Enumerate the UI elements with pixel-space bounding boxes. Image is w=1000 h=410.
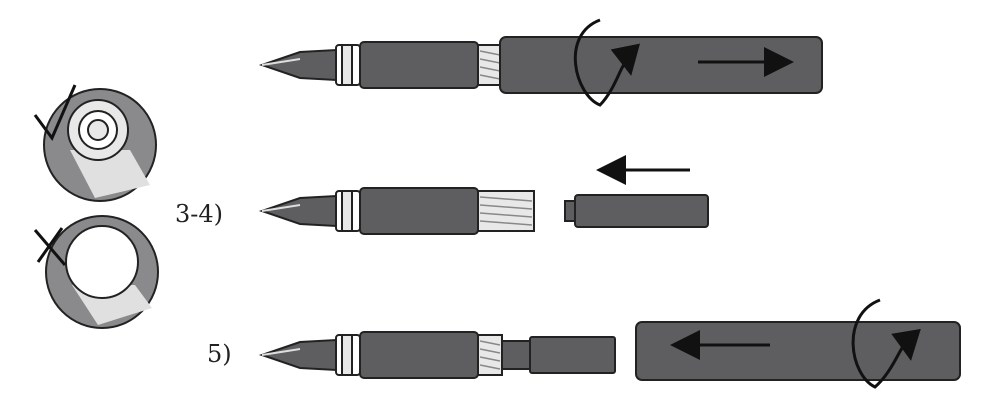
pen-barrel — [499, 36, 823, 94]
ink-cartridge — [529, 336, 616, 374]
cross-icon — [33, 227, 67, 266]
pen-close-row — [261, 298, 961, 389]
ink-cartridge — [574, 194, 709, 228]
pen-assembled-row — [261, 18, 823, 107]
incorrect-cartridge-detail — [33, 215, 159, 329]
step-3-4-label: 3-4) — [175, 200, 224, 228]
correct-cartridge-detail — [33, 84, 157, 202]
step-5-label: 5) — [207, 340, 232, 368]
pen-open-row — [261, 155, 709, 235]
twist-arrow-icon — [851, 298, 921, 389]
checkmark-icon — [33, 84, 77, 141]
pen-barrel — [635, 321, 961, 381]
twist-arrow-icon — [573, 18, 640, 107]
